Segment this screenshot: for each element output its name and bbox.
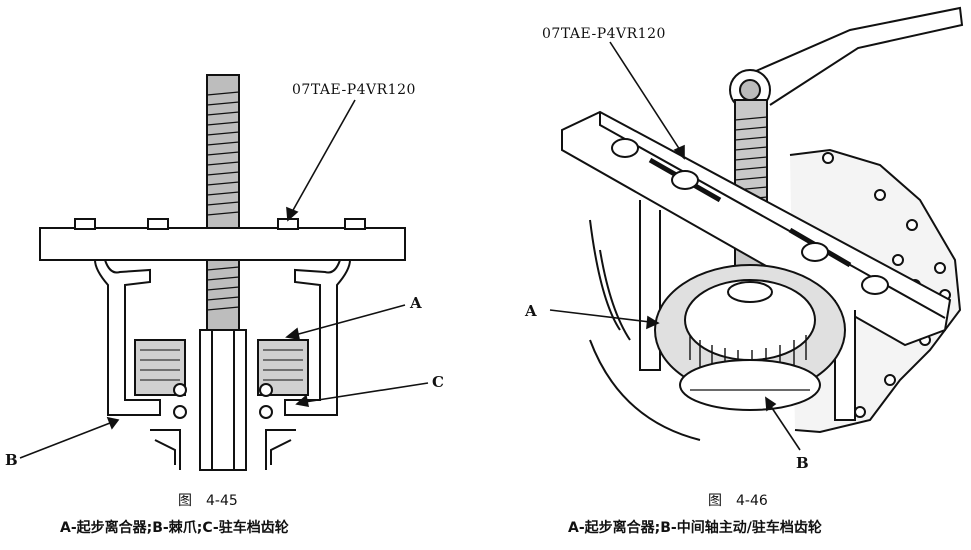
right-tool-label: 07TAE-P4VR120 xyxy=(542,26,666,42)
wrench xyxy=(739,6,964,106)
clutch-pack-right xyxy=(257,339,309,396)
puller-leg-left xyxy=(93,259,161,416)
right-callout-a: A xyxy=(524,302,537,320)
drive-gear xyxy=(679,359,821,411)
left-tool-label: 07TAE-P4VR120 xyxy=(292,82,416,98)
left-callout-b: B xyxy=(5,451,18,469)
left-callout-c: C xyxy=(432,373,444,391)
right-figure-legend: A-起步离合器;B-中间轴主动/驻车档齿轮 xyxy=(568,520,822,536)
left-figure-legend: A-起步离合器;B-棘爪;C-驻车档齿轮 xyxy=(60,520,289,536)
right-callout-b: B xyxy=(796,454,809,472)
right-figure-caption: 图 4-46 xyxy=(708,493,768,509)
puller-crossbar xyxy=(39,227,406,261)
left-callout-a: A xyxy=(409,294,422,312)
left-figure-caption: 图 4-45 xyxy=(178,493,238,509)
